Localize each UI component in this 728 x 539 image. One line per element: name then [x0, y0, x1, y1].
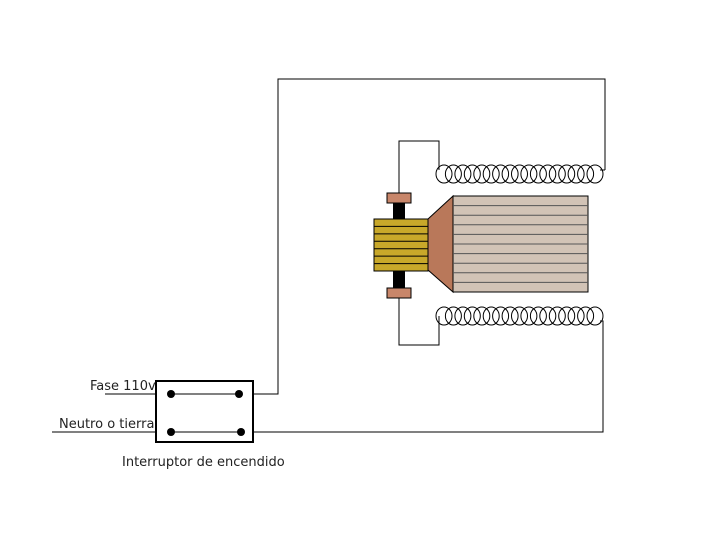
- coil-turn: [558, 164, 576, 184]
- commutator-body: [373, 218, 429, 272]
- coil-turn: [435, 164, 453, 184]
- shaft-bottom: [393, 271, 405, 288]
- coil-turn: [548, 164, 566, 184]
- coil-turn: [539, 306, 557, 326]
- bottom-coil-to-neutral: [240, 320, 604, 433]
- armature-taper: [427, 194, 454, 294]
- coil-turn: [501, 164, 519, 184]
- switch-terminal: [167, 390, 175, 398]
- coil-turn: [511, 164, 528, 184]
- armature: [452, 195, 589, 293]
- coil-turn: [548, 306, 566, 326]
- coil-turn: [577, 164, 595, 184]
- field-coil-top: [435, 164, 604, 184]
- brush-top: [386, 192, 412, 204]
- coil-turn: [492, 306, 510, 326]
- shaft-top: [393, 203, 405, 221]
- coil-turn: [567, 306, 585, 326]
- coil-turn: [435, 306, 453, 326]
- motor: [373, 192, 589, 299]
- coil-turn: [463, 164, 481, 184]
- commutator: [373, 218, 429, 272]
- coil-turn: [529, 306, 547, 326]
- coil-turn: [520, 306, 538, 326]
- power-switch: [155, 380, 254, 443]
- field-coil-bottom: [435, 306, 604, 326]
- coil-turn: [463, 306, 481, 326]
- coil-turn: [529, 164, 547, 184]
- coil-turn: [444, 306, 462, 326]
- switch-terminal: [167, 428, 175, 436]
- phase-label: Fase 110v: [90, 379, 156, 394]
- coil-turn: [444, 164, 462, 184]
- coil-turn: [567, 164, 585, 184]
- coil-turn: [586, 306, 604, 326]
- brush-bottom: [386, 287, 412, 299]
- coil-turn: [454, 306, 472, 326]
- switch-terminal: [237, 428, 245, 436]
- coil-turn: [492, 164, 510, 184]
- coil-turn: [511, 306, 528, 326]
- coil-turn: [586, 164, 604, 184]
- top-coil-to-brush: [398, 140, 440, 193]
- neutral-label: Neutro o tierra: [59, 417, 155, 432]
- coil-turn: [482, 164, 500, 184]
- coil-turn: [473, 164, 491, 184]
- coil-turn: [558, 306, 576, 326]
- coil-turn: [454, 164, 472, 184]
- coil-turn: [577, 306, 595, 326]
- coil-turn: [539, 164, 557, 184]
- coil-turn: [473, 306, 491, 326]
- bottom-brush-to-coil: [398, 298, 440, 346]
- switch-label: Interruptor de encendido: [122, 455, 285, 470]
- coil-turn: [501, 306, 519, 326]
- switch-terminal: [235, 390, 243, 398]
- coil-turn: [482, 306, 500, 326]
- coil-turn: [520, 164, 538, 184]
- phase-wire-to-top: [240, 78, 606, 395]
